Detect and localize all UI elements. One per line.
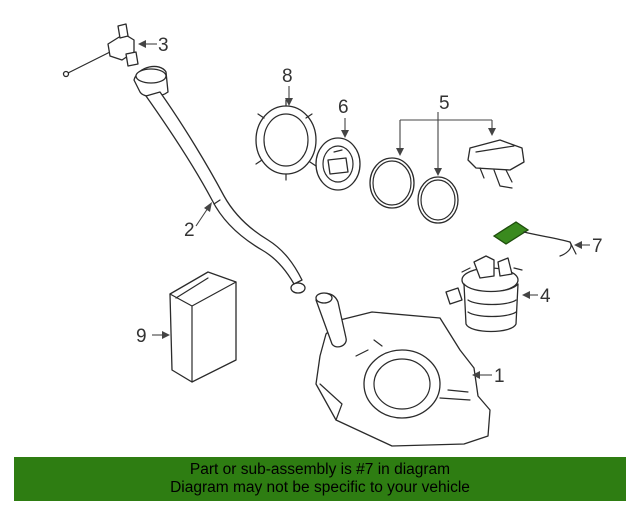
callout-2: 2 — [184, 202, 212, 241]
svg-text:9: 9 — [136, 326, 147, 347]
svg-text:2: 2 — [184, 220, 195, 241]
callout-8: 8 — [282, 66, 293, 106]
callout-3: 3 — [138, 35, 169, 56]
part-2-filler-pipe[interactable] — [133, 65, 306, 294]
svg-text:1: 1 — [494, 366, 505, 387]
banner-line-1: Part or sub-assembly is #7 in diagram — [189, 461, 451, 478]
callout-5: 5 — [396, 93, 496, 176]
svg-text:5: 5 — [439, 93, 450, 114]
svg-text:6: 6 — [338, 97, 349, 118]
parts-diagram: 3 2 8 6 — [62, 23, 603, 447]
part-7-sensor-highlighted[interactable] — [492, 221, 577, 257]
part-5-seals-connector[interactable] — [369, 139, 525, 224]
callout-9: 9 — [136, 326, 170, 347]
callout-6: 6 — [338, 97, 349, 138]
banner-line-2: Diagram may not be specific to your vehi… — [170, 479, 470, 496]
svg-text:7: 7 — [592, 236, 603, 257]
part-3-vent-valve[interactable] — [62, 23, 139, 78]
part-6-cover[interactable] — [315, 137, 361, 191]
callout-7: 7 — [574, 236, 603, 257]
part-8-lock-ring[interactable] — [255, 99, 317, 181]
info-banner: Part or sub-assembly is #7 in diagram Di… — [14, 457, 626, 501]
part-9-control-module[interactable] — [169, 271, 237, 383]
svg-text:3: 3 — [158, 35, 169, 56]
callout-4: 4 — [522, 286, 551, 307]
svg-text:8: 8 — [282, 66, 293, 87]
part-4-fuel-pump[interactable] — [445, 255, 523, 333]
callout-1: 1 — [472, 366, 505, 387]
svg-text:4: 4 — [540, 286, 551, 307]
part-1-fuel-tank[interactable] — [315, 292, 491, 447]
